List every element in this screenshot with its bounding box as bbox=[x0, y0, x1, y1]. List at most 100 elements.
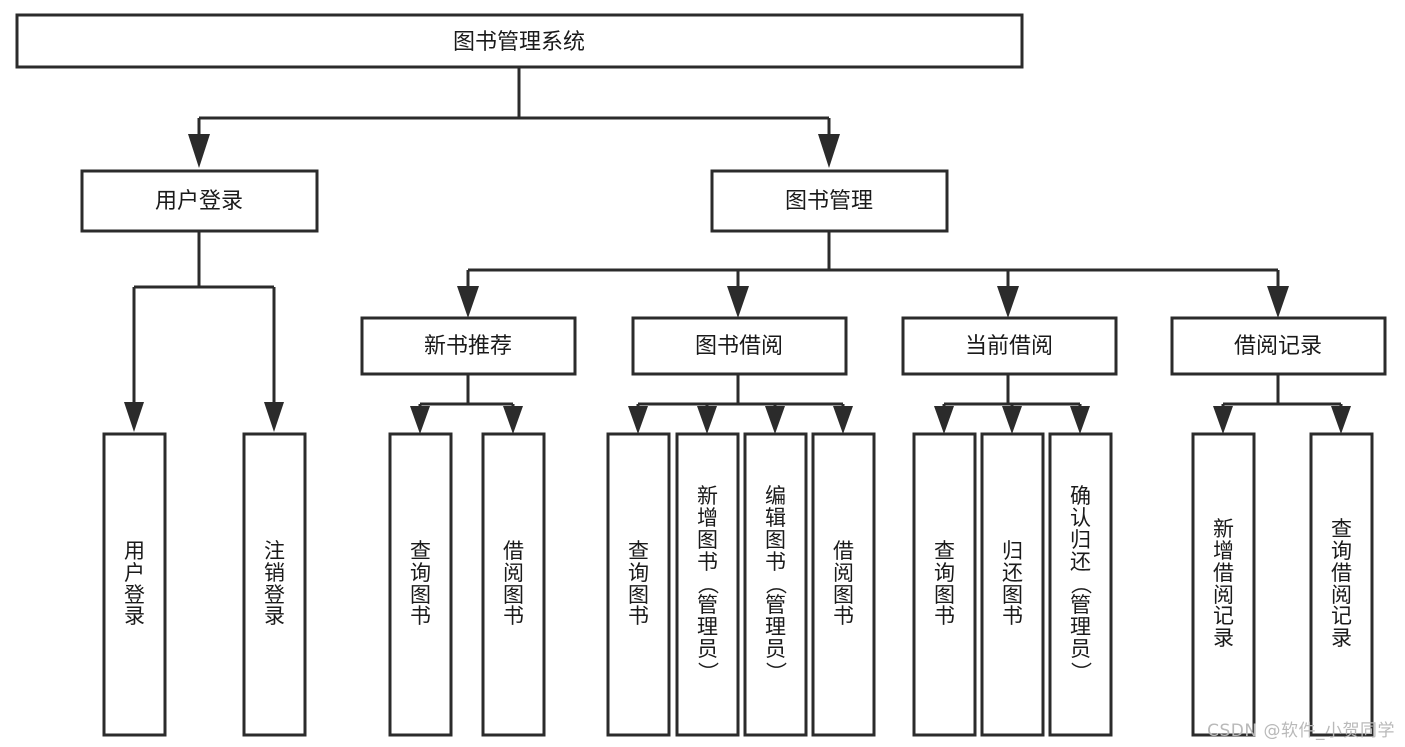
node-book-borrow-label: 图书借阅 bbox=[695, 334, 783, 359]
arrowhead-borrow-leaf-4 bbox=[833, 406, 853, 434]
node-book-manage-label: 图书管理 bbox=[785, 189, 873, 214]
node-new-book-recommend-label: 新书推荐 bbox=[424, 334, 512, 359]
leaf-label-char: 图 bbox=[628, 582, 649, 607]
leaf-label-user-login: 用户登录 bbox=[104, 434, 165, 735]
leaf-label-char: 询 bbox=[1331, 538, 1352, 563]
leaf-label-char: ） bbox=[695, 661, 720, 683]
arrowhead-leaf-user-login bbox=[124, 402, 144, 432]
arrowhead-current-borrow bbox=[997, 286, 1019, 318]
leaf-label-char: 理 bbox=[1070, 615, 1091, 640]
leaf-label-char: 借 bbox=[503, 538, 524, 563]
leaf-label-recommend-query-book: 查询图书 bbox=[390, 434, 451, 735]
leaf-label-char: 增 bbox=[697, 505, 718, 530]
leaf-box-recommend-borrow-book[interactable] bbox=[481, 432, 546, 737]
leaf-label-recommend-borrow-book: 借阅图书 bbox=[483, 434, 544, 735]
node-user-login-label: 用户登录 bbox=[155, 189, 243, 214]
leaf-box-record-add[interactable] bbox=[1191, 432, 1256, 737]
arrowhead-current-leaf-2 bbox=[1002, 406, 1022, 434]
leaf-label-borrow-borrow-book: 借阅图书 bbox=[813, 434, 874, 735]
arrowhead-record-leaf-1 bbox=[1213, 406, 1233, 434]
leaf-label-char: 还 bbox=[1002, 560, 1023, 585]
leaf-label-char: 书 bbox=[765, 549, 786, 574]
leaf-label-char: 阅 bbox=[1331, 582, 1352, 607]
node-borrow-record-box[interactable] bbox=[1170, 316, 1387, 376]
leaf-label-char: 理 bbox=[697, 615, 718, 640]
node-current-borrow-box[interactable] bbox=[901, 316, 1118, 376]
arrowhead-borrow-leaf-1 bbox=[628, 406, 648, 434]
leaf-label-record-add: 新增借阅记录 bbox=[1193, 434, 1254, 735]
leaf-label-char: 录 bbox=[264, 604, 285, 629]
leaf-label-char: 录 bbox=[1331, 626, 1352, 651]
leaf-label-char: 图 bbox=[1002, 582, 1023, 607]
leaf-label-char: 新 bbox=[697, 484, 718, 509]
node-current-borrow-label: 当前借阅 bbox=[965, 334, 1053, 359]
leaf-box-recommend-query-book[interactable] bbox=[388, 432, 453, 737]
leaf-box-borrow-add-book[interactable] bbox=[675, 432, 740, 737]
leaf-box-borrow-edit-book[interactable] bbox=[743, 432, 808, 737]
leaf-label-char: 书 bbox=[934, 604, 955, 629]
leaf-label-char: 图 bbox=[833, 582, 854, 607]
leaf-box-current-query-book[interactable] bbox=[912, 432, 977, 737]
leaf-label-record-query: 查询借阅记录 bbox=[1311, 434, 1372, 735]
leaf-label-char: 借 bbox=[833, 538, 854, 563]
leaf-label-char: （ bbox=[695, 573, 720, 595]
leaf-label-char: （ bbox=[763, 573, 788, 595]
leaf-label-char: 销 bbox=[264, 560, 285, 585]
node-new-book-recommend-box[interactable] bbox=[360, 316, 577, 376]
leaf-box-current-confirm-return[interactable] bbox=[1048, 432, 1113, 737]
leaf-label-char: 书 bbox=[1002, 604, 1023, 629]
leaf-box-logout[interactable] bbox=[242, 432, 307, 737]
arrowhead-new-book-recommend bbox=[457, 286, 479, 318]
leaf-box-borrow-query-book[interactable] bbox=[606, 432, 671, 737]
leaf-label-char: ） bbox=[1068, 661, 1093, 683]
node-root-label: 图书管理系统 bbox=[453, 30, 585, 55]
leaf-label-char: 用 bbox=[124, 538, 145, 563]
leaf-label-char: 员 bbox=[697, 637, 718, 662]
leaf-box-record-query[interactable] bbox=[1309, 432, 1374, 737]
leaf-box-current-return-book[interactable] bbox=[980, 432, 1045, 737]
leaf-label-char: 编 bbox=[765, 484, 786, 509]
leaf-label-char: 阅 bbox=[503, 560, 524, 585]
leaf-label-char: 书 bbox=[697, 549, 718, 574]
arrowhead-record-leaf-2 bbox=[1331, 406, 1351, 434]
leaf-label-char: 管 bbox=[1070, 593, 1091, 618]
leaf-label-char: 书 bbox=[503, 604, 524, 629]
leaf-label-char: 询 bbox=[628, 560, 649, 585]
leaf-label-char: 管 bbox=[697, 593, 718, 618]
arrowhead-borrow-leaf-3 bbox=[765, 406, 785, 434]
node-book-manage-box[interactable] bbox=[710, 169, 949, 233]
leaf-label-char: ） bbox=[763, 661, 788, 683]
arrowhead-book-manage bbox=[818, 134, 840, 168]
leaf-label-char: 图 bbox=[765, 527, 786, 552]
leaf-label-borrow-add-book: 新增图书（管理员） bbox=[677, 434, 738, 735]
leaf-label-char: 记 bbox=[1331, 604, 1352, 629]
leaf-label-char: 记 bbox=[1213, 604, 1234, 629]
leaf-label-char: 员 bbox=[765, 637, 786, 662]
leaf-label-current-query-book: 查询图书 bbox=[914, 434, 975, 735]
node-borrow-record-label: 借阅记录 bbox=[1234, 334, 1322, 359]
leaf-label-char: 辑 bbox=[765, 505, 786, 530]
arrowhead-leaf-logout bbox=[264, 402, 284, 432]
leaf-label-char: 图 bbox=[697, 527, 718, 552]
leaf-label-char: 管 bbox=[765, 593, 786, 618]
leaf-label-char: 员 bbox=[1070, 637, 1091, 662]
arrowhead-book-borrow bbox=[727, 286, 749, 318]
node-book-borrow-box[interactable] bbox=[631, 316, 848, 376]
leaf-label-char: 图 bbox=[410, 582, 431, 607]
leaf-label-char: （ bbox=[1068, 573, 1093, 595]
leaf-label-char: 查 bbox=[1331, 517, 1352, 542]
leaf-label-char: 借 bbox=[1213, 560, 1234, 585]
leaf-label-char: 归 bbox=[1002, 538, 1023, 563]
node-user-login-box[interactable] bbox=[80, 169, 319, 233]
leaf-label-char: 询 bbox=[934, 560, 955, 585]
leaf-label-logout: 注销登录 bbox=[244, 434, 305, 735]
node-root-box[interactable] bbox=[15, 13, 1024, 69]
leaf-label-char: 归 bbox=[1070, 527, 1091, 552]
leaf-box-borrow-borrow-book[interactable] bbox=[811, 432, 876, 737]
leaf-box-user-login[interactable] bbox=[102, 432, 167, 737]
leaf-label-char: 录 bbox=[124, 604, 145, 629]
leaf-label-char: 还 bbox=[1070, 549, 1091, 574]
leaf-label-borrow-query-book: 查询图书 bbox=[608, 434, 669, 735]
leaf-label-char: 询 bbox=[410, 560, 431, 585]
